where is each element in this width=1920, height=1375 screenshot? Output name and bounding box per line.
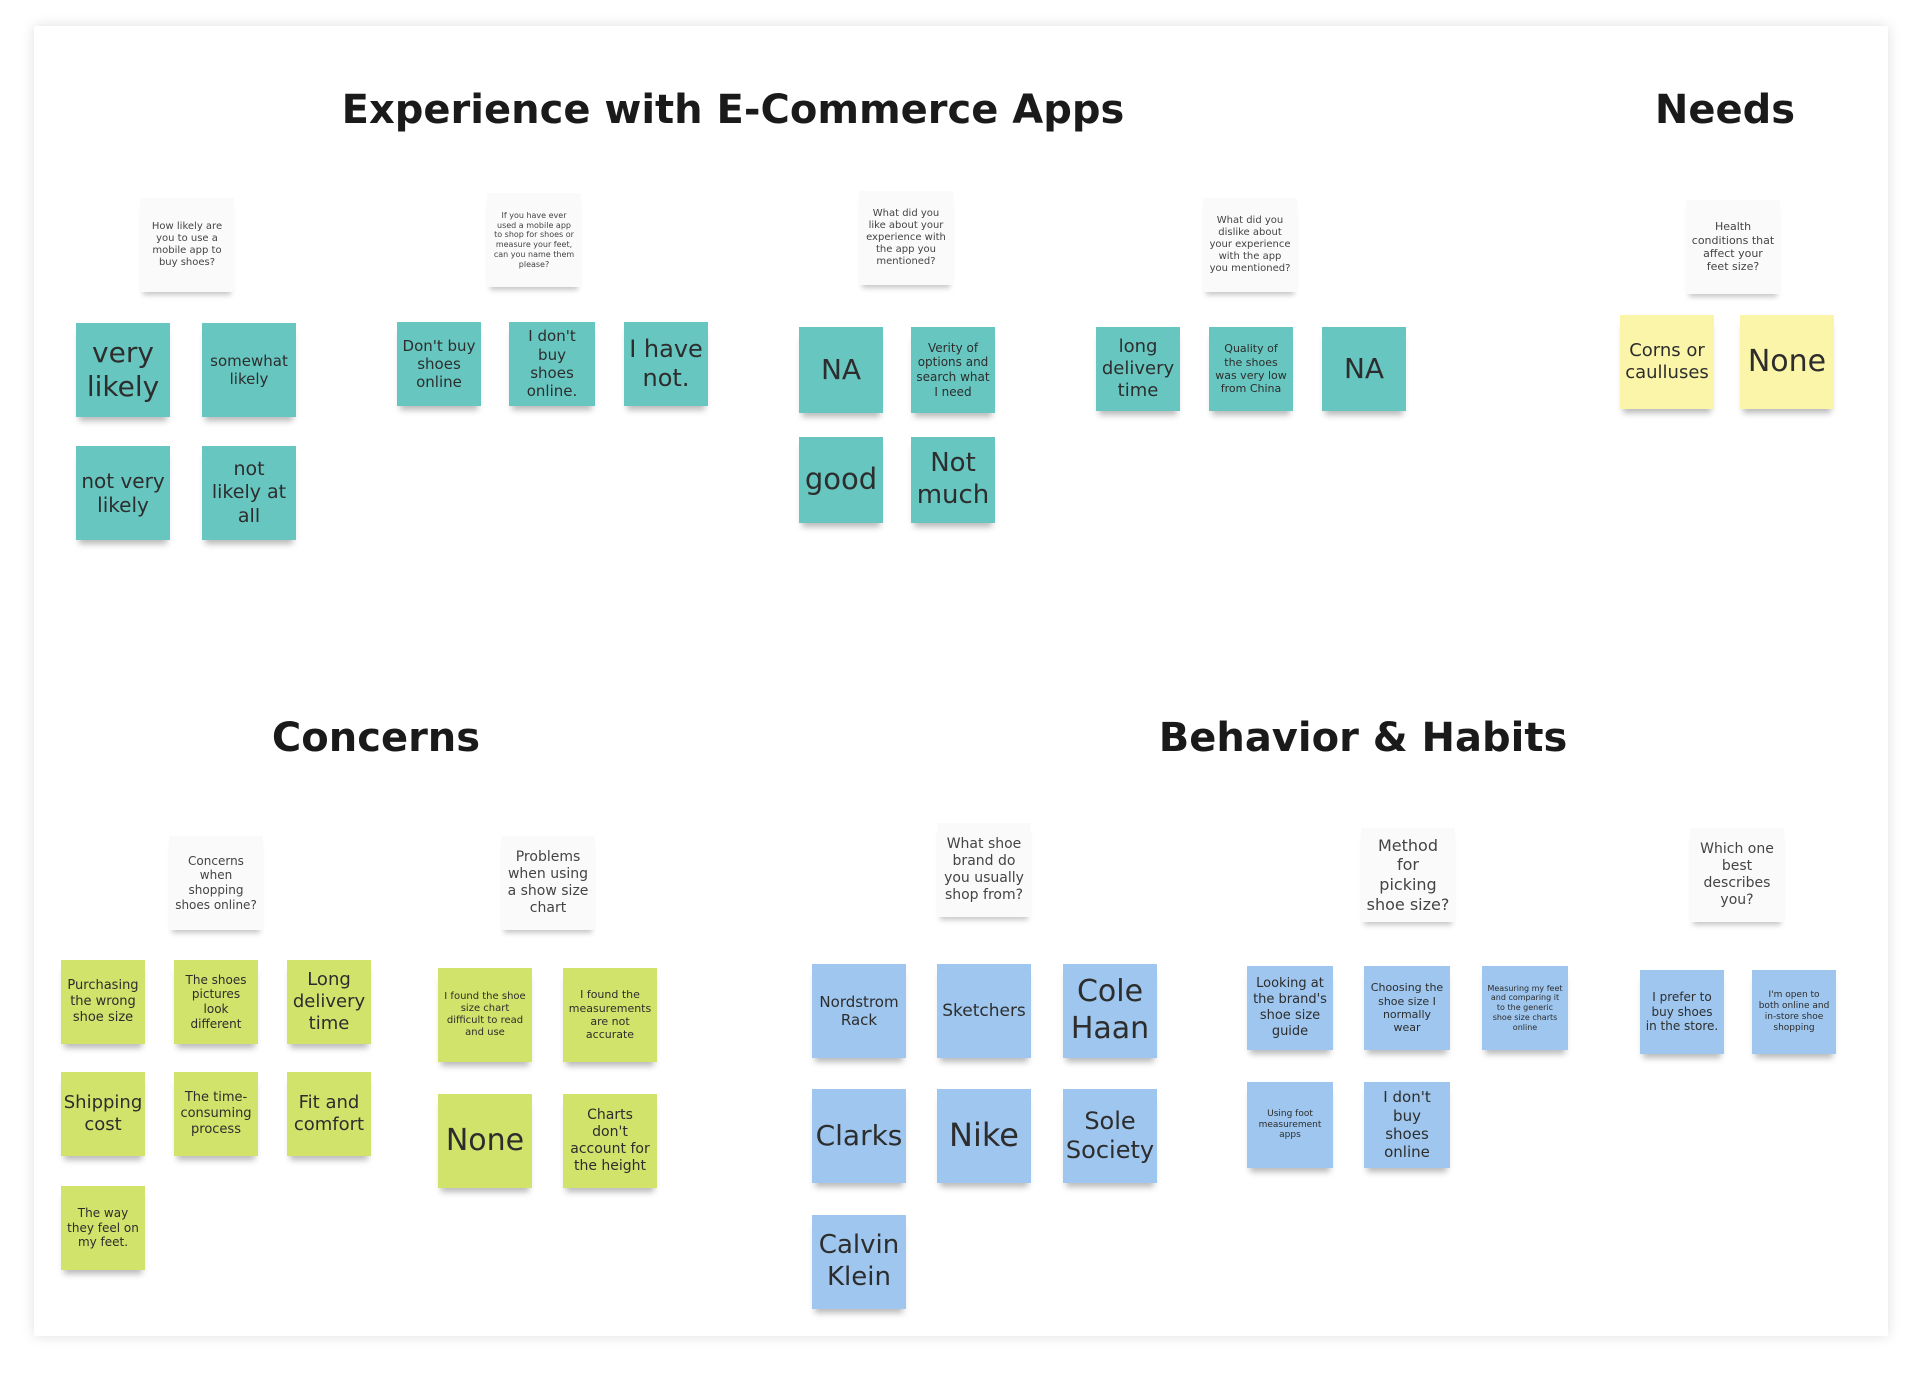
question-note-brand[interactable]: What shoe brand do you usually shop from…	[937, 823, 1031, 917]
question-note-size-chart[interactable]: Problems when using a show size chart	[501, 836, 595, 930]
sticky-note[interactable]: Choosing the shoe size I normally wear	[1364, 966, 1450, 1050]
sticky-note[interactable]: Using foot measurement apps	[1247, 1082, 1333, 1168]
sticky-note[interactable]: not likely at all	[202, 446, 296, 540]
sticky-note[interactable]: very likely	[76, 323, 170, 417]
question-note-describes[interactable]: Which one best describes you?	[1690, 828, 1784, 922]
sticky-note[interactable]: Looking at the brand's shoe size guide	[1247, 966, 1333, 1050]
sticky-note[interactable]: I found the shoe size chart difficult to…	[438, 968, 532, 1062]
sticky-note[interactable]: I found the measurements are not accurat…	[563, 968, 657, 1062]
sticky-note[interactable]: Don't buy shoes online	[397, 322, 481, 406]
sticky-note[interactable]: Cole Haan	[1063, 964, 1157, 1058]
sticky-note[interactable]: Sole Society	[1063, 1089, 1157, 1183]
sticky-note[interactable]: long delivery time	[1096, 327, 1180, 411]
sticky-note[interactable]: None	[1740, 315, 1834, 409]
sticky-note[interactable]: I'm open to both online and in-store sho…	[1752, 970, 1836, 1054]
sticky-note[interactable]: Shipping cost	[61, 1072, 145, 1156]
sticky-note[interactable]: Corns or caulluses	[1620, 315, 1714, 409]
sticky-note[interactable]: Calvin Klein	[812, 1215, 906, 1309]
sticky-note[interactable]: not very likely	[76, 446, 170, 540]
section-title-needs: Needs	[1654, 87, 1796, 133]
question-note-concerns[interactable]: Concerns when shopping shoes online?	[169, 836, 263, 930]
sticky-note[interactable]: NA	[1322, 327, 1406, 411]
sticky-note[interactable]: Quality of the shoes was very low from C…	[1209, 327, 1293, 411]
sticky-note[interactable]: NA	[799, 327, 883, 413]
sticky-note[interactable]: Charts don't account for the height	[563, 1094, 657, 1188]
sticky-note[interactable]: I don't buy shoes online.	[509, 322, 595, 406]
question-note-health[interactable]: Health conditions that affect your feet …	[1686, 200, 1780, 294]
question-note-liked[interactable]: What did you like about your experience …	[859, 191, 953, 285]
sticky-note[interactable]: The time-consuming process	[174, 1072, 258, 1156]
sticky-note[interactable]: somewhat likely	[202, 323, 296, 417]
sticky-note[interactable]: Not much	[911, 437, 995, 523]
sticky-note[interactable]: The way they feel on my feet.	[61, 1186, 145, 1270]
question-note-size-method[interactable]: Method for picking shoe size?	[1361, 828, 1455, 922]
sticky-note[interactable]: Measuring my feet and comparing it to th…	[1482, 966, 1568, 1050]
sticky-note[interactable]: Fit and comfort	[287, 1072, 371, 1156]
sticky-note[interactable]: None	[438, 1094, 532, 1188]
sticky-note[interactable]: I prefer to buy shoes in the store.	[1640, 970, 1724, 1054]
section-title-behavior: Behavior & Habits	[1158, 715, 1568, 761]
sticky-note[interactable]: Nike	[937, 1089, 1031, 1183]
sticky-note[interactable]: I have not.	[624, 322, 708, 406]
question-note-likelihood[interactable]: How likely are you to use a mobile app t…	[140, 198, 234, 292]
sticky-note[interactable]: I don't buy shoes online	[1364, 1082, 1450, 1168]
sticky-note[interactable]: Long delivery time	[287, 960, 371, 1044]
sticky-note[interactable]: Clarks	[812, 1089, 906, 1183]
sticky-note[interactable]: The shoes pictures look different	[174, 960, 258, 1044]
sticky-note[interactable]: Sketchers	[937, 964, 1031, 1058]
sticky-note[interactable]: Verity of options and search what I need	[911, 327, 995, 413]
sticky-note[interactable]: Purchasing the wrong shoe size	[61, 960, 145, 1044]
question-note-apps-used[interactable]: If you have ever used a mobile app to sh…	[487, 193, 581, 287]
section-title-concerns: Concerns	[271, 715, 481, 761]
sticky-note[interactable]: Nordstrom Rack	[812, 964, 906, 1058]
section-title-experience: Experience with E-Commerce Apps	[341, 87, 1125, 133]
sticky-note[interactable]: good	[799, 437, 883, 523]
question-note-disliked[interactable]: What did you dislike about your experien…	[1203, 198, 1297, 292]
